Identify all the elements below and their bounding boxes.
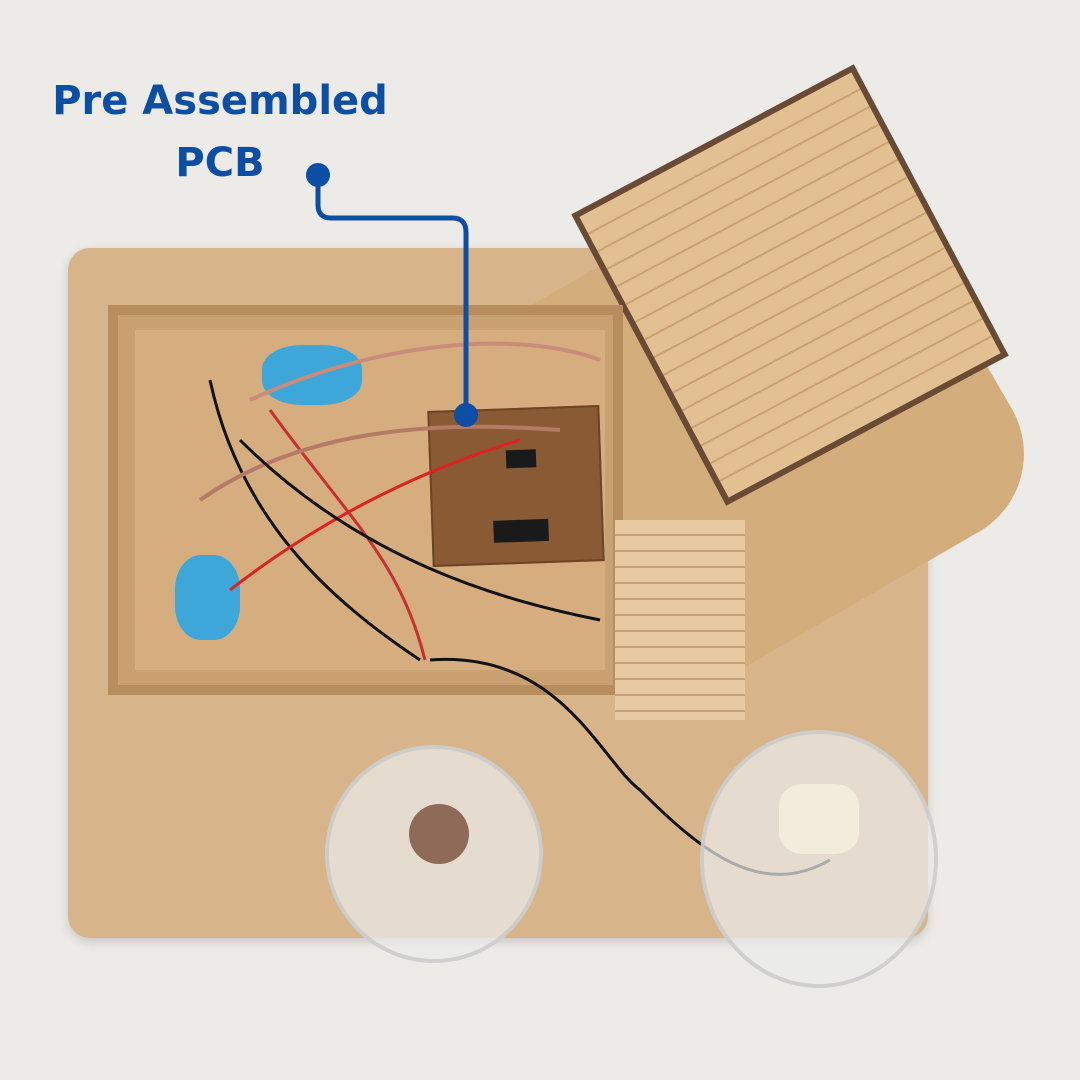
clear-cup-left: [325, 745, 543, 963]
water-pump: [779, 784, 859, 854]
cup-bottom: [409, 804, 469, 864]
clear-cup-right: [700, 730, 938, 988]
annotation-line-1: Pre Assembled: [52, 78, 388, 124]
annotation-label: Pre Assembled PCB: [20, 70, 420, 194]
annotation-line-2: PCB: [175, 140, 265, 186]
stairs: [615, 520, 745, 720]
battery-blue-bottom: [175, 555, 240, 640]
